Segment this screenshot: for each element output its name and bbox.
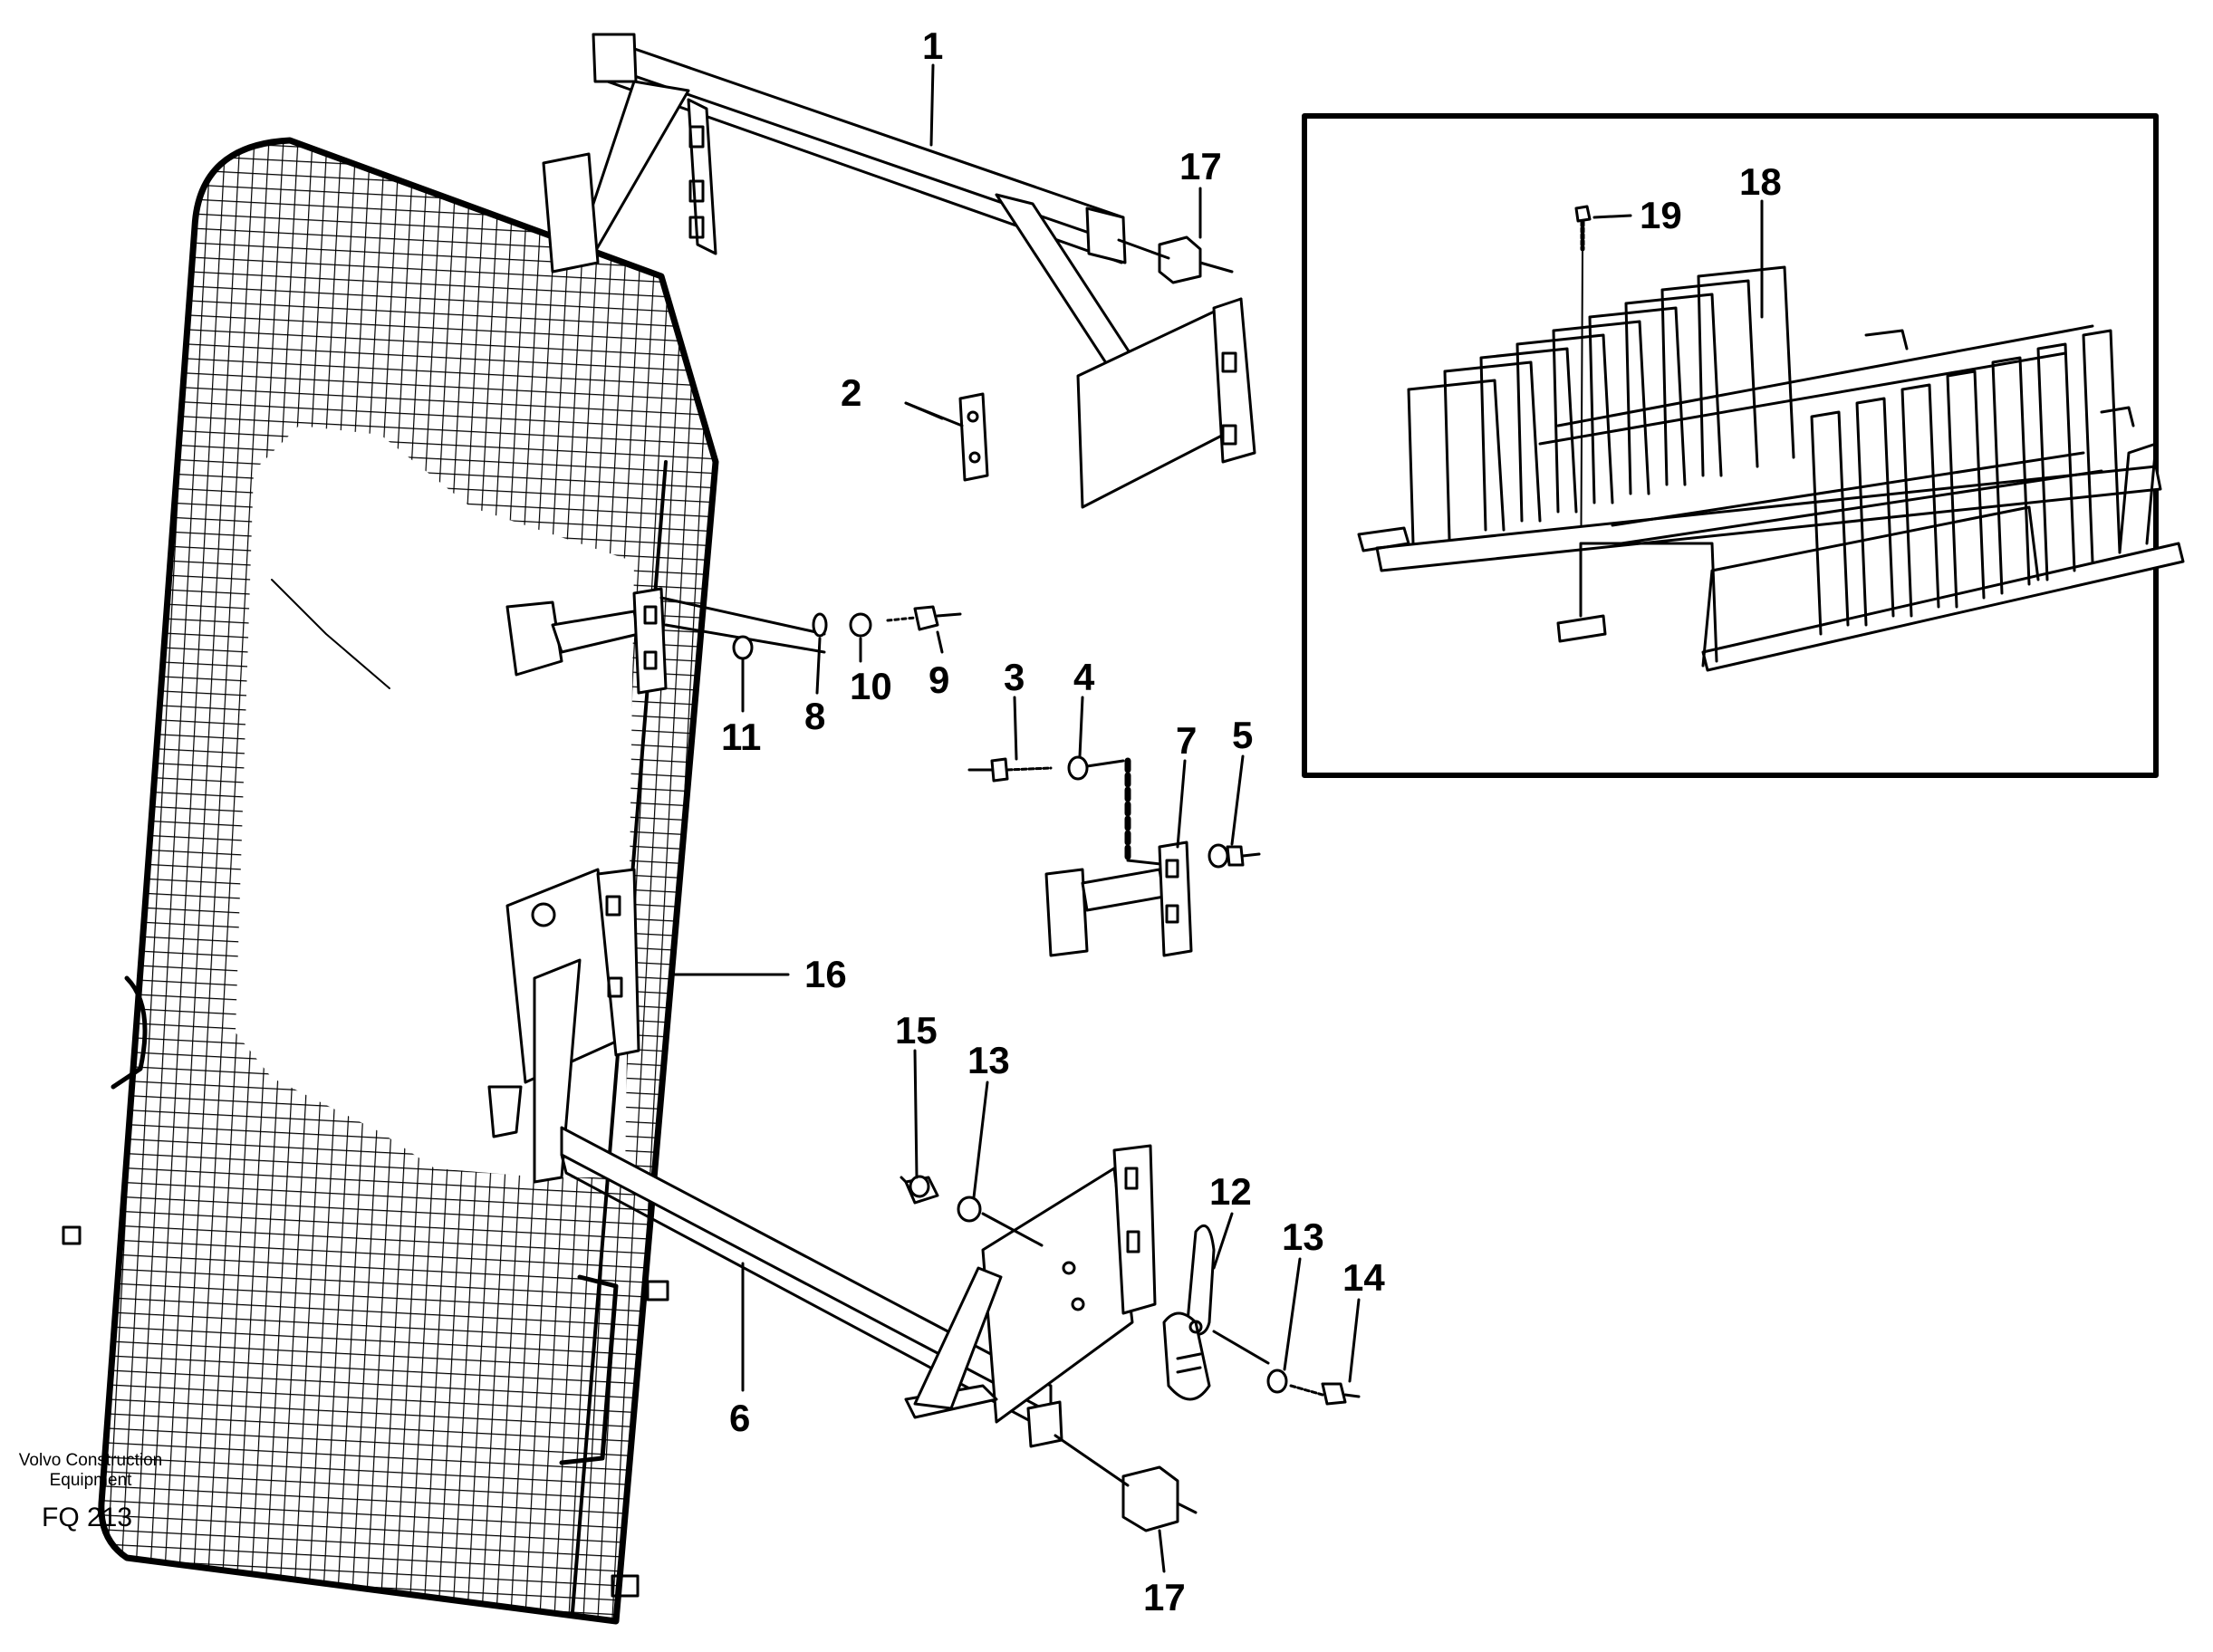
callout-12: 12 — [1209, 1170, 1252, 1213]
inset-detail-box — [1302, 113, 2185, 778]
callout-5: 5 — [1232, 714, 1253, 756]
bolt-washer-set-upper — [732, 605, 962, 660]
wire-rack — [1357, 265, 2185, 672]
figure-footer: Volvo Construction Equipment FQ 213 — [19, 1451, 162, 1532]
grille-mounting-bracket-lower — [487, 868, 640, 1184]
callout-8: 8 — [804, 695, 825, 737]
rubber-buffer-bottom — [1054, 1434, 1198, 1532]
callout-7: 7 — [1176, 719, 1197, 762]
nut-washer-lower — [900, 1175, 1044, 1247]
callout-1: 1 — [922, 24, 943, 67]
callout-10: 10 — [850, 665, 892, 707]
callout-13-a: 13 — [967, 1039, 1010, 1081]
bracket-part-7 — [1044, 840, 1193, 957]
callout-17-top: 17 — [1179, 145, 1222, 187]
rubber-buffer-top — [1117, 235, 1234, 284]
callout-6: 6 — [729, 1397, 750, 1439]
callout-17-bottom: 17 — [1143, 1576, 1186, 1618]
callout-labels: 1 17 2 11 8 10 9 3 4 7 5 16 15 13 12 13 … — [721, 24, 1782, 1618]
callout-19: 19 — [1640, 194, 1682, 236]
lower-frame — [560, 1126, 1157, 1448]
figure-code: FQ 213 — [42, 1503, 132, 1532]
callout-9: 9 — [928, 658, 949, 701]
callout-18: 18 — [1739, 160, 1782, 203]
publisher-line-2: Equipment — [50, 1471, 133, 1490]
bolt-washer-set-mid — [967, 755, 1170, 867]
callout-15: 15 — [895, 1009, 938, 1052]
callout-13-b: 13 — [1282, 1215, 1324, 1258]
nut-part-5 — [1208, 843, 1261, 869]
publisher-line-1: Volvo Construction — [19, 1451, 162, 1470]
upper-frame — [542, 33, 1256, 509]
grille-mounting-bracket-upper — [505, 587, 826, 695]
callout-4: 4 — [1073, 656, 1095, 698]
callout-11: 11 — [721, 716, 761, 758]
callout-2: 2 — [841, 371, 861, 414]
latch-part-12 — [1162, 1224, 1216, 1401]
callout-14: 14 — [1342, 1256, 1385, 1299]
bolt-washer-lower-right — [1212, 1330, 1361, 1406]
callout-3: 3 — [1004, 656, 1025, 698]
leader-lines — [673, 63, 1764, 1573]
callout-16: 16 — [804, 953, 847, 995]
